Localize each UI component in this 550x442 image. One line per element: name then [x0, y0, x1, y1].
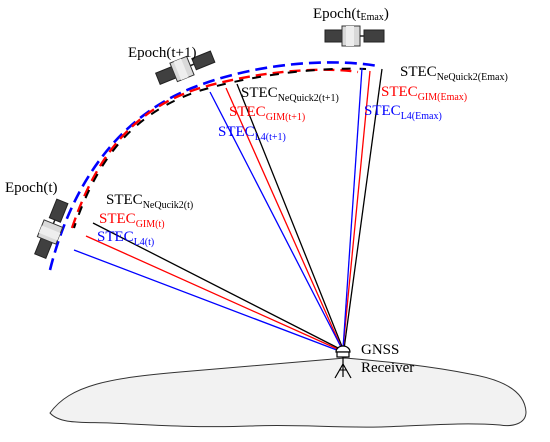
- epoch-tmax-label: Epoch(tEmax): [313, 6, 389, 23]
- ray-neq-tmax: [343, 68, 383, 350]
- ray-gim-t1: [225, 87, 343, 350]
- blue-dashed-arc: [48, 61, 379, 271]
- ray-l4-t1: [209, 91, 343, 350]
- ray-neq-t1: [236, 83, 344, 350]
- stec-neq-t-label: STECNeQucik2(t): [106, 192, 193, 211]
- ray-gim-tmax: [342, 70, 371, 350]
- ray-l4-t: [73, 249, 343, 353]
- ray-gim-t: [85, 235, 343, 352]
- ray-neq-t: [92, 222, 343, 351]
- stec-l4-t-label: STECL4(t): [97, 229, 154, 248]
- satellite-icon-tmax: [324, 25, 385, 47]
- stec-gim-t-label: STECGIM(t): [99, 211, 165, 230]
- receiver-label-receiver: Receiver: [361, 360, 414, 376]
- gnss-receiver-icon: [334, 345, 352, 379]
- epoch-t1-label: Epoch(t+1): [128, 45, 196, 61]
- black-dashed-arc: [73, 67, 367, 229]
- earth-surface: [49, 357, 527, 428]
- epoch-t-label: Epoch(t): [5, 180, 57, 196]
- stec-gim-t1-label: STECGIM(t+1): [229, 104, 305, 123]
- stec-l4-tmax-label: STECL4(Emax): [364, 103, 442, 122]
- satellite-icon-t: [30, 196, 73, 261]
- ray-l4-tmax: [342, 67, 363, 350]
- receiver-label-gnss: GNSS: [361, 342, 399, 358]
- stec-neq-t1-label: STECNeQuick2(t+1): [241, 85, 339, 104]
- stec-neq-tmax-label: STECNeQuick2(Emax): [400, 64, 508, 83]
- stec-gim-tmax-label: STECGIM(Emax): [381, 84, 467, 103]
- stec-l4-t1-label: STECL4(t+1): [218, 124, 286, 143]
